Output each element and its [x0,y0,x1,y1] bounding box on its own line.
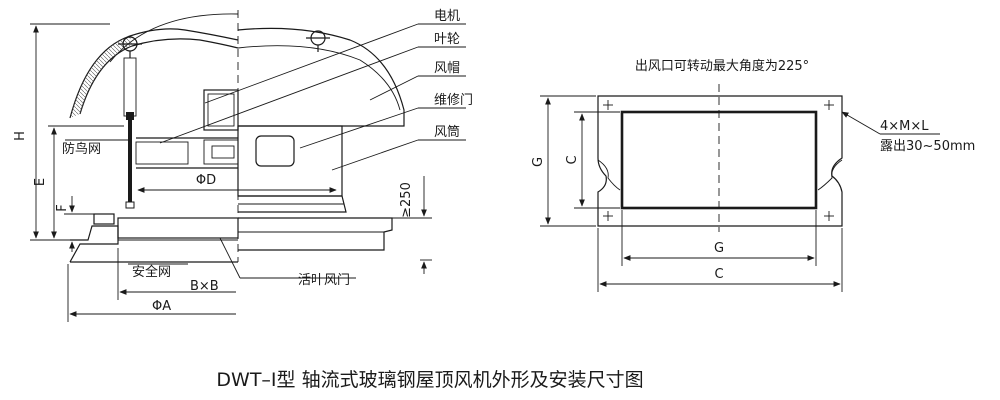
lifting-eye-left [118,36,142,58]
dim-E: E [33,178,48,186]
curb-right [238,217,393,251]
bolt-spec: 4×M×L [880,119,929,134]
dim-phiD: ΦD [196,173,216,188]
dim-C-horizontal: C [714,267,723,282]
hood-right-outline [237,27,405,127]
motor-shaft-left [135,141,189,165]
dim-F: F [55,204,70,211]
access-door [255,135,295,167]
drawing-caption: DWT–I型 轴流式玻璃钢屋顶风机外形及安装尺寸图 [216,369,643,391]
dim-H: H [13,131,28,141]
label-bird-screen: 防鸟网 [62,141,101,157]
label-access-door: 维修门 [434,93,473,108]
impeller-block [203,89,239,131]
curb-left [117,217,239,239]
rotation-note: 出风口可转动最大角度为225° [635,58,809,74]
lifting-eye-right [306,30,330,52]
label-hood: 风帽 [434,60,460,76]
dim-G-vertical: G [531,157,546,167]
dim-BxB: B×B [190,279,219,294]
support-post [123,57,137,117]
label-safety-net: 安全网 [132,264,171,280]
label-impeller: 叶轮 [434,32,460,47]
dim-C-vertical: C [565,155,580,164]
flange-plan: 出风口可转动最大角度为225° 4×M×L 露出30~50mm G C [531,58,975,292]
fan-elevation: 电机 叶轮 风帽 维修门 风筒 防鸟网 安全网 活叶风门 H E F ΦD ≥2… [13,9,473,322]
dim-min-height: ≥250 [399,182,414,218]
bolt-exposed: 露出30~50mm [880,139,975,154]
dim-phiA: ΦA [152,299,171,314]
label-duct: 风筒 [434,124,460,140]
label-louver-damper: 活叶风门 [298,273,350,288]
callout-leaders [65,23,466,279]
hood-left-inner [79,38,239,115]
label-motor: 电机 [434,9,460,24]
bolt-holes [603,100,834,221]
dim-G-horizontal: G [714,241,724,256]
flange-plate [597,95,843,227]
